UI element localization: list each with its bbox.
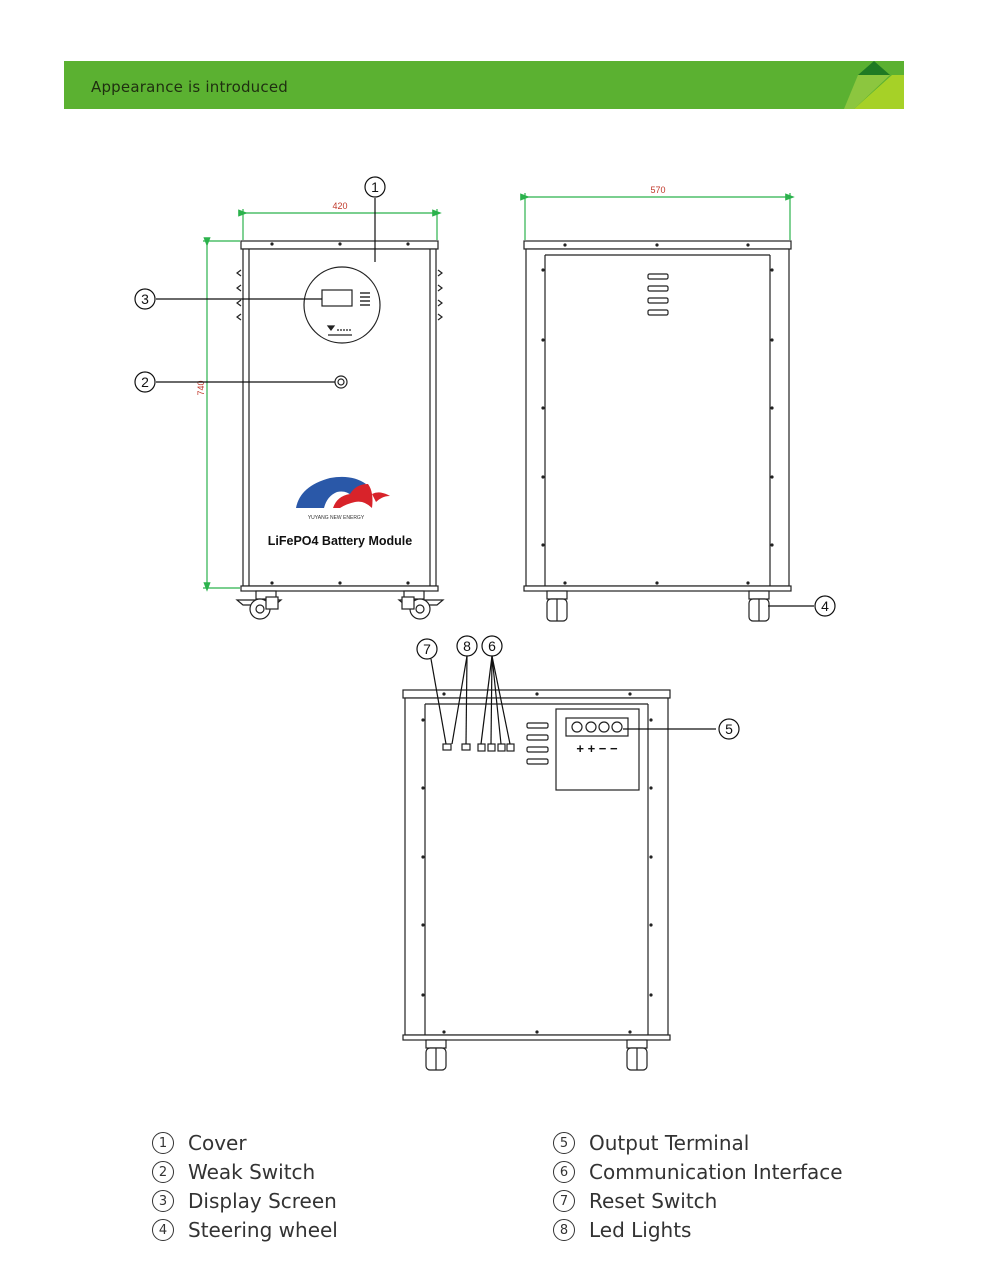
svg-text:8: 8	[463, 638, 471, 654]
svg-text:4: 4	[821, 598, 829, 614]
svg-text:7: 7	[423, 641, 431, 657]
legend-number: 5	[553, 1131, 575, 1154]
brand-logo	[296, 476, 390, 508]
legend-right-column: 5 Output Terminal 6 Communication Interf…	[553, 1128, 843, 1244]
legend-label: Weak Switch	[188, 1159, 316, 1184]
brand-caption: YUYANG NEW ENERGY	[308, 515, 365, 521]
callout-3: 3	[134, 288, 156, 310]
legend-item: 5 Output Terminal	[553, 1128, 843, 1157]
legend-label: Cover	[188, 1130, 247, 1155]
legend-number: 8	[553, 1218, 575, 1241]
side-left-caster	[546, 590, 568, 622]
legend-item: 6 Communication Interface	[553, 1157, 843, 1186]
header-banner: Appearance is introduced	[64, 61, 904, 109]
svg-text:3: 3	[141, 291, 149, 307]
svg-text:5: 5	[725, 721, 733, 737]
legend-item: 7 Reset Switch	[553, 1186, 843, 1215]
callout-2: 2	[134, 371, 156, 393]
legend-number: 2	[152, 1160, 174, 1183]
front-view	[203, 209, 445, 620]
legend-label: Display Screen	[188, 1188, 337, 1213]
dimension-width-label: 420	[332, 201, 347, 211]
legend-item: 4 Steering wheel	[152, 1215, 338, 1244]
side-dimension-label: 570	[650, 185, 665, 195]
callout-5: 5	[718, 718, 740, 740]
legend-label: Communication Interface	[589, 1159, 843, 1184]
svg-text:1: 1	[371, 179, 379, 195]
legend-item: 3 Display Screen	[152, 1186, 338, 1215]
back-right-caster	[626, 1039, 648, 1071]
display-screen	[321, 289, 353, 307]
side-right-caster	[748, 590, 770, 622]
legend-number: 1	[152, 1131, 174, 1154]
legend-item: 2 Weak Switch	[152, 1157, 338, 1186]
legend-number: 3	[152, 1189, 174, 1212]
banner-corner-icon	[844, 61, 904, 109]
legend-number: 7	[553, 1189, 575, 1212]
technical-drawing: 420 740 YUYANG NEW ENERGY LiFePO4 Batter…	[134, 176, 836, 1071]
legend-label: Steering wheel	[188, 1217, 338, 1242]
callout-markers: 1 3 2 4 7 8 6 5	[134, 176, 836, 740]
legend-number: 4	[152, 1218, 174, 1241]
parts-legend: 1 Cover 2 Weak Switch 3 Display Screen 4…	[152, 1128, 872, 1258]
legend-label: Reset Switch	[589, 1188, 718, 1213]
legend-item: 8 Led Lights	[553, 1215, 843, 1244]
callout-7: 7	[416, 638, 438, 660]
legend-left-column: 1 Cover 2 Weak Switch 3 Display Screen 4…	[152, 1128, 338, 1244]
terminal-polarity: + + − −	[576, 741, 618, 756]
page-title: Appearance is introduced	[91, 78, 288, 96]
callout-1: 1	[364, 176, 386, 198]
svg-text:2: 2	[141, 374, 149, 390]
callout-4: 4	[814, 595, 836, 617]
side-view	[520, 193, 795, 622]
legend-label: Output Terminal	[589, 1130, 750, 1155]
legend-label: Led Lights	[589, 1217, 692, 1242]
front-right-caster	[397, 590, 445, 620]
legend-item: 1 Cover	[152, 1128, 338, 1157]
svg-text:6: 6	[488, 638, 496, 654]
front-left-caster	[235, 590, 283, 620]
back-left-caster	[425, 1039, 447, 1071]
legend-number: 6	[553, 1160, 575, 1183]
callout-8: 8	[456, 635, 478, 657]
module-title: LiFePO4 Battery Module	[268, 534, 413, 548]
callout-6: 6	[481, 635, 503, 657]
dimension-height-label: 740	[196, 380, 206, 395]
back-view	[402, 689, 671, 1071]
